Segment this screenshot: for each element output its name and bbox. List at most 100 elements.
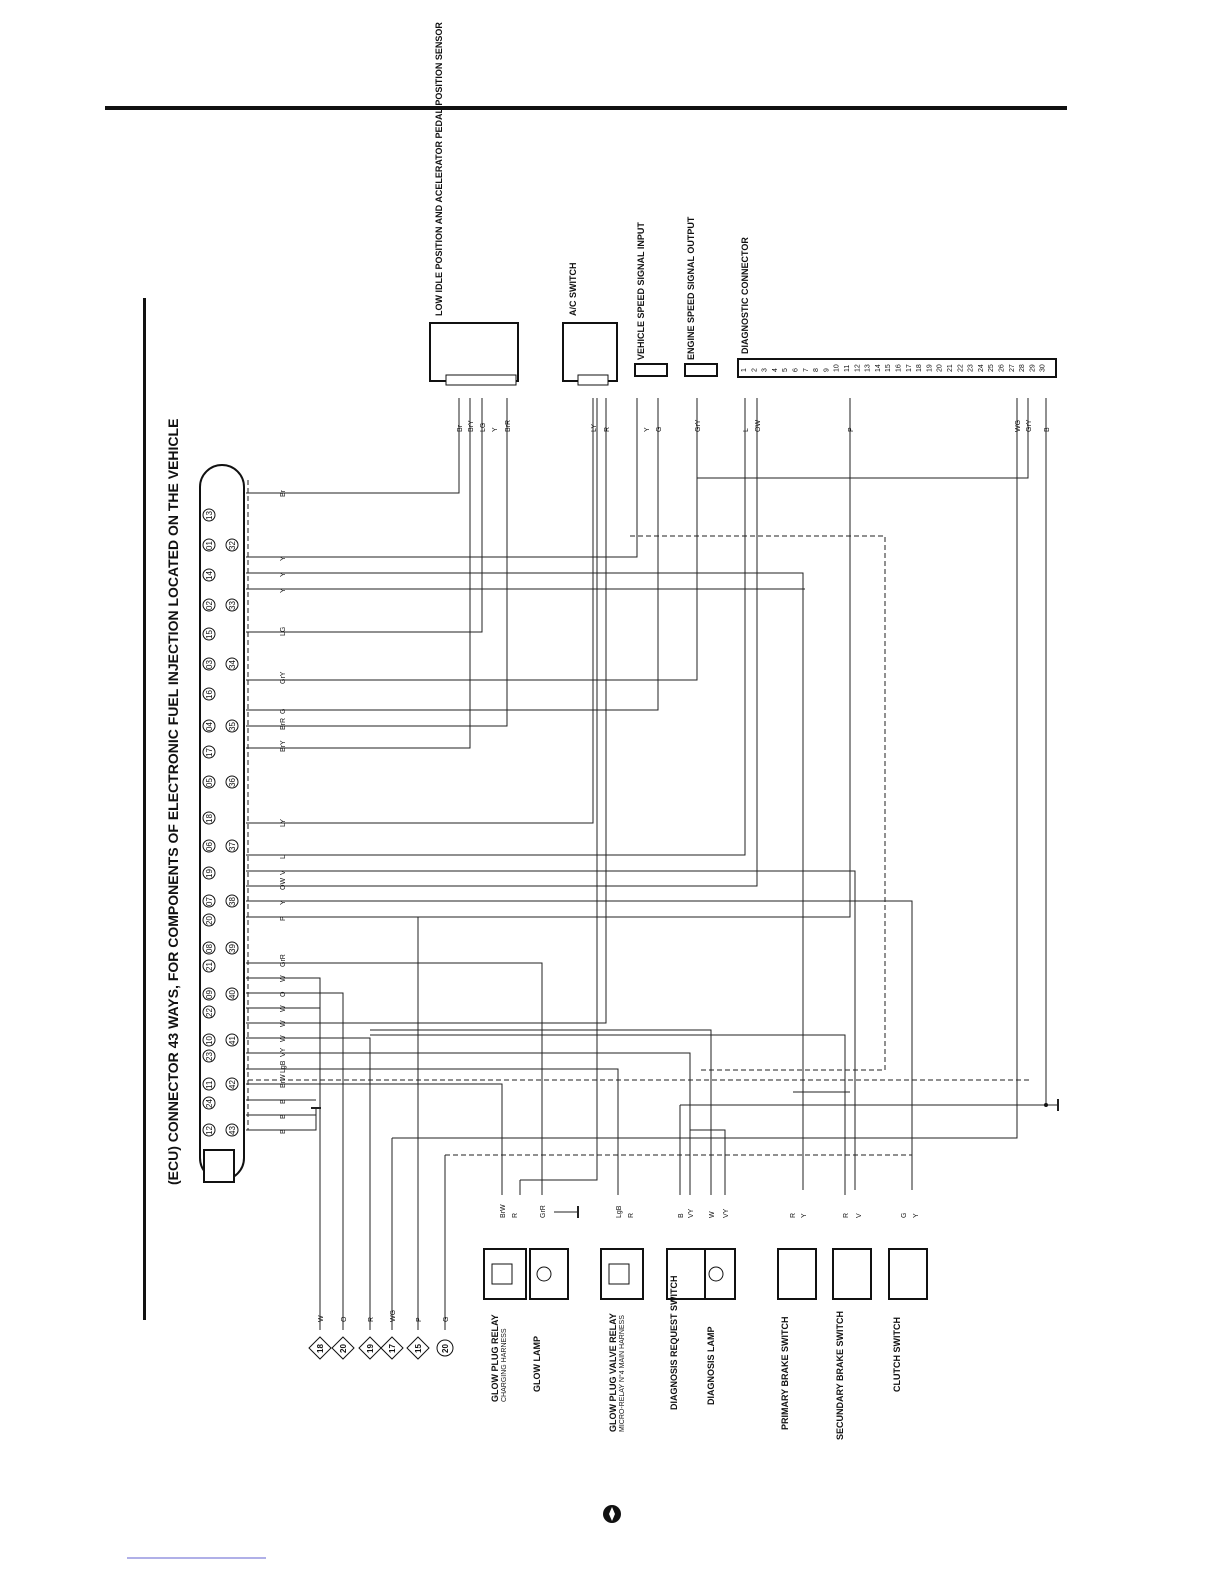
- ecu-tab: [203, 1149, 235, 1183]
- ecu-pin: 36: [225, 775, 239, 789]
- diagnosis-request-switch: DIAGNOSIS REQUEST SWITCH: [666, 1248, 706, 1410]
- ecu-pin: 34: [225, 657, 239, 671]
- diagnostic-pin: 14: [875, 364, 882, 372]
- diagnostic-pin: 19: [926, 364, 933, 372]
- harness-connector: 17 WG: [380, 1310, 404, 1360]
- bottom-wire-code: B: [678, 1213, 685, 1218]
- top-wire-code: BrR: [505, 420, 512, 432]
- ecu-pin: 35: [225, 719, 239, 733]
- top-wire-code: R: [604, 427, 611, 432]
- wire-bundle: [246, 398, 1047, 1330]
- diagnostic-pin: 24: [978, 364, 985, 372]
- vehicle-speed-input: VEHICLE SPEED SIGNAL INPUT: [634, 222, 668, 377]
- diagnosis-lamp: DIAGNOSIS LAMP: [704, 1248, 736, 1405]
- ecu-pin: 24: [202, 1096, 216, 1110]
- ecu-pin: 38: [225, 894, 239, 908]
- ecu-pin-number: 04: [205, 722, 214, 731]
- top-rule: [105, 106, 1067, 110]
- bottom-wire-code: W: [709, 1211, 716, 1218]
- ecu-pin-number: 37: [228, 842, 237, 851]
- harness-connector-wire: WG: [390, 1310, 397, 1322]
- ecu-pin: 04: [202, 719, 216, 733]
- ecu-pin-number: 33: [228, 601, 237, 610]
- ecu-wire-labels: BrYYYLGGrYGBrRBrYLYLVOWYPGrRWOWWWVYLgBBr…: [280, 489, 287, 1134]
- harness-connector-wire: P: [416, 1317, 423, 1322]
- top-wire-code: L: [743, 428, 750, 432]
- harness-connector-wire: W: [318, 1315, 325, 1322]
- diagram-title: (ECU) CONNECTOR 43 WAYS, FOR COMPONENTS …: [165, 419, 181, 1185]
- top-wire-code: Y: [492, 427, 499, 432]
- ground-symbol-ecu: [311, 1107, 321, 1120]
- diagnostic-pin: 6: [793, 368, 800, 372]
- diagnostic-pin: 27: [1009, 364, 1016, 372]
- diagnostic-pin: 26: [999, 364, 1006, 372]
- top-wire-code: B: [1044, 427, 1051, 432]
- ecu-wire-code: BrY: [280, 740, 287, 752]
- harness-connector-number: 18: [316, 1344, 325, 1353]
- ecu-wire-code: GrY: [280, 671, 287, 684]
- glow-lamp: GLOW LAMP: [529, 1248, 569, 1392]
- svg-text:A/C SWITCH: A/C SWITCH: [568, 263, 578, 317]
- ecu-pin: 19: [202, 866, 216, 880]
- top-wire-code: GrY: [1026, 419, 1033, 432]
- diagnostic-pin: 25: [988, 364, 995, 372]
- svg-text:LOW IDLE POSITION AND ACELERAT: LOW IDLE POSITION AND ACELERATOR PEDAL P…: [434, 22, 444, 316]
- ecu-pin: 02: [202, 598, 216, 612]
- ecu-pin: 21: [202, 959, 216, 973]
- ecu-pin-number: 34: [228, 660, 237, 669]
- diagnostic-pin: 22: [957, 364, 964, 372]
- harness-connector-wire: O: [341, 1316, 348, 1322]
- ecu-pin: 03: [202, 657, 216, 671]
- glow-plug-valve-relay: GLOW PLUG VALVE RELAY MICRO-RELAY N°4 MA…: [600, 1248, 644, 1432]
- svg-text:GLOW PLUG RELAY: GLOW PLUG RELAY: [490, 1314, 500, 1402]
- ecu-pin-number: 05: [205, 778, 214, 787]
- diagnostic-pin: 20: [937, 364, 944, 372]
- ecu-pin-number: 02: [205, 601, 214, 610]
- ecu-pin-number: 22: [205, 1008, 214, 1017]
- ecu-pin: 43: [225, 1123, 239, 1137]
- top-wire-code: LG: [480, 423, 487, 432]
- ecu-pin: 09: [202, 987, 216, 1001]
- ecu-wire-code: P: [280, 916, 287, 921]
- secondary-brake-switch: SECUNDARY BRAKE SWITCH: [832, 1248, 872, 1440]
- ecu-pin: 16: [202, 687, 216, 701]
- diagnostic-pin: 28: [1019, 364, 1026, 372]
- bottom-wire-code: G: [901, 1213, 908, 1218]
- ecu-pin: 23: [202, 1049, 216, 1063]
- ecu-pin: 14: [202, 568, 216, 582]
- ecu-pin: 17: [202, 745, 216, 759]
- ecu-pin: 12: [202, 1123, 216, 1137]
- ecu-pin: 08: [202, 941, 216, 955]
- ecu-pin-number: 01: [205, 541, 214, 550]
- top-wire-code: Br: [457, 424, 464, 432]
- ecu-pin-number: 16: [205, 690, 214, 699]
- ecu-pin: 18: [202, 811, 216, 825]
- diagnostic-pin: 4: [772, 368, 779, 372]
- ecu-wire-code: BrW: [280, 1074, 287, 1088]
- top-wire-code: BrY: [468, 420, 475, 432]
- engine-speed-output: ENGINE SPEED SIGNAL OUTPUT: [684, 216, 718, 377]
- ecu-wire-code: B: [280, 1114, 287, 1119]
- top-wire-code: OW: [755, 420, 762, 432]
- harness-connector-number: 20: [441, 1344, 450, 1353]
- bottom-wire-code: VY: [723, 1208, 730, 1218]
- svg-text:VEHICLE SPEED SIGNAL INPUT: VEHICLE SPEED SIGNAL INPUT: [636, 222, 646, 360]
- harness-connector-number: 17: [388, 1344, 397, 1353]
- ecu-wire-code: BrR: [280, 718, 287, 730]
- ecu-wire-code: V: [280, 870, 287, 875]
- ecu-pin-number: 09: [205, 990, 214, 999]
- ecu-wire-code: OW: [280, 878, 287, 890]
- ecu-pin-number: 38: [228, 897, 237, 906]
- primary-brake-switch: PRIMARY BRAKE SWITCH: [777, 1248, 817, 1430]
- ecu-pin: 13: [202, 508, 216, 522]
- ecu-pin-number: 19: [205, 869, 214, 878]
- bottom-wire-code: Y: [801, 1213, 808, 1218]
- bottom-wire-code: R: [843, 1213, 850, 1218]
- ecu-wire-code: LG: [280, 627, 287, 636]
- ecu-pin-number: 03: [205, 660, 214, 669]
- ecu-pin-number: 42: [228, 1080, 237, 1089]
- svg-text:DIAGNOSIS LAMP: DIAGNOSIS LAMP: [706, 1326, 716, 1405]
- ecu-pin: 20: [202, 913, 216, 927]
